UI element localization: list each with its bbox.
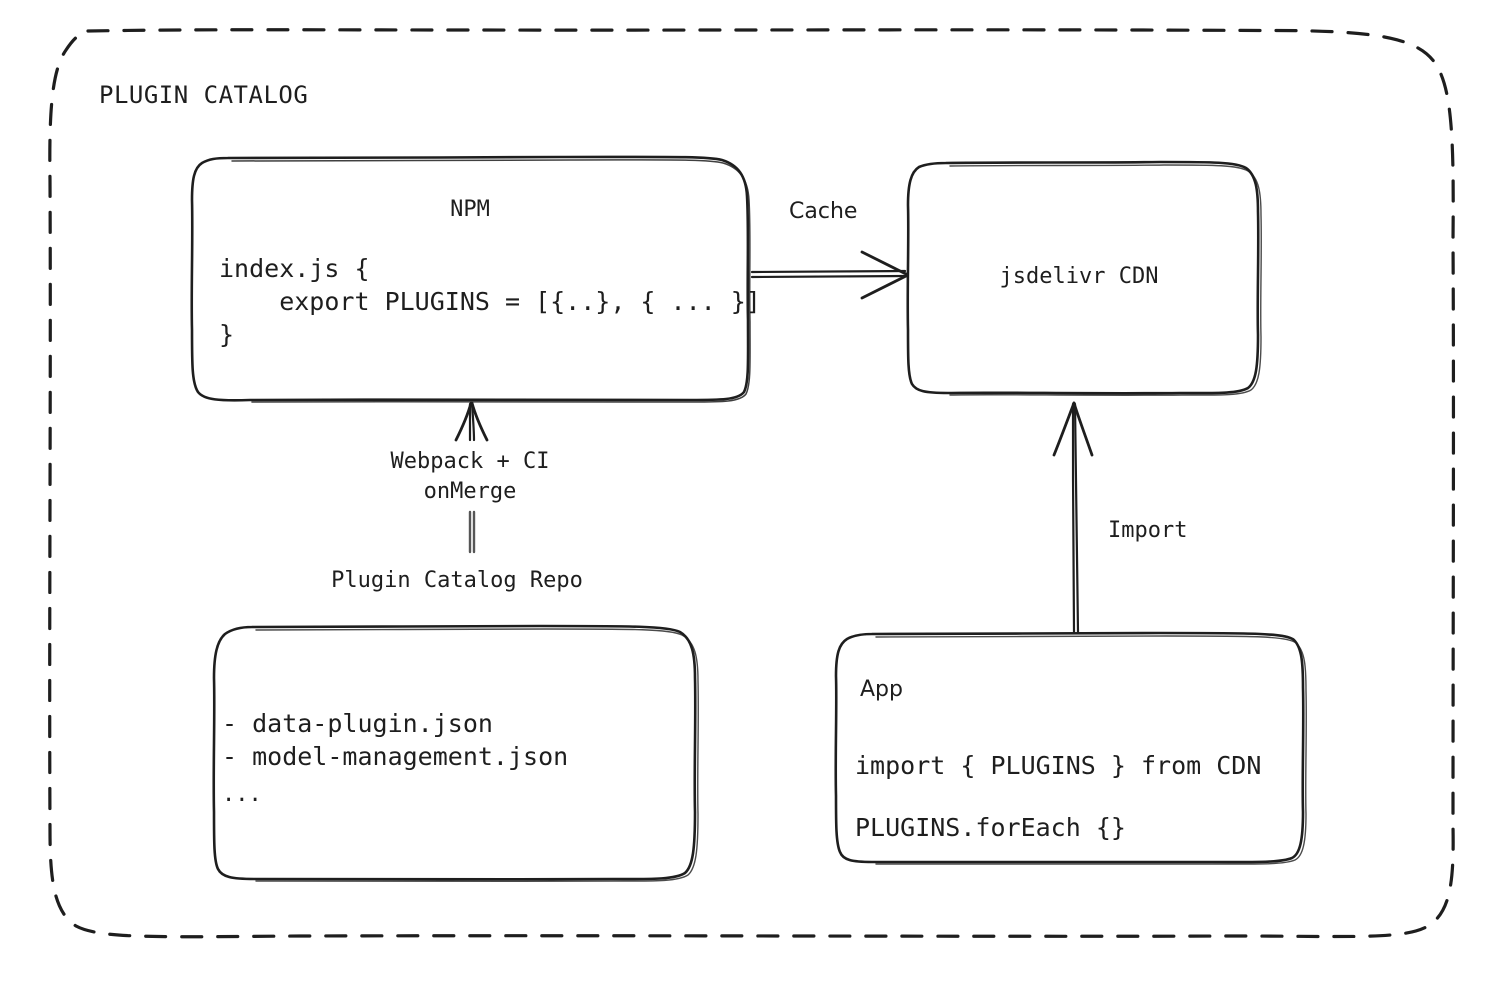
npm-node-title: NPM — [450, 197, 490, 222]
app-code-line-2: PLUGINS.forEach {} — [855, 813, 1126, 842]
npm-code-line-1: index.js { — [219, 254, 370, 283]
cdn-node-shape — [906, 160, 1262, 396]
plugin-catalog-frame — [48, 28, 1456, 939]
cache-arrow — [750, 250, 908, 300]
repo-node-title: Plugin Catalog Repo — [331, 568, 583, 593]
import-arrow — [1052, 401, 1094, 634]
npm-code-line-2: export PLUGINS = [{..}, { ... }] — [219, 287, 761, 316]
repo-code-line-1: - data-plugin.json — [222, 709, 493, 738]
build-edge-label-line-1: Webpack + CI — [390, 449, 550, 474]
cdn-node-title: jsdelivr CDN — [999, 264, 1159, 289]
repo-code-line-3: ... — [222, 782, 262, 807]
repo-node-shape — [212, 624, 699, 882]
app-node-title: App — [860, 677, 903, 702]
build-arrow — [454, 401, 489, 554]
repo-code-line-2: - model-management.json — [222, 742, 569, 771]
import-edge-label: Import — [1108, 518, 1188, 543]
build-edge-label-line-2: onMerge — [423, 479, 517, 504]
app-code-line-1: import { PLUGINS } from CDN — [855, 751, 1262, 780]
cache-edge-label: Cache — [789, 199, 858, 224]
npm-node-shape — [190, 155, 751, 404]
frame-title: PLUGIN CATALOG — [99, 81, 309, 109]
npm-code-line-3: } — [219, 320, 235, 349]
app-node-shape — [834, 631, 1307, 865]
